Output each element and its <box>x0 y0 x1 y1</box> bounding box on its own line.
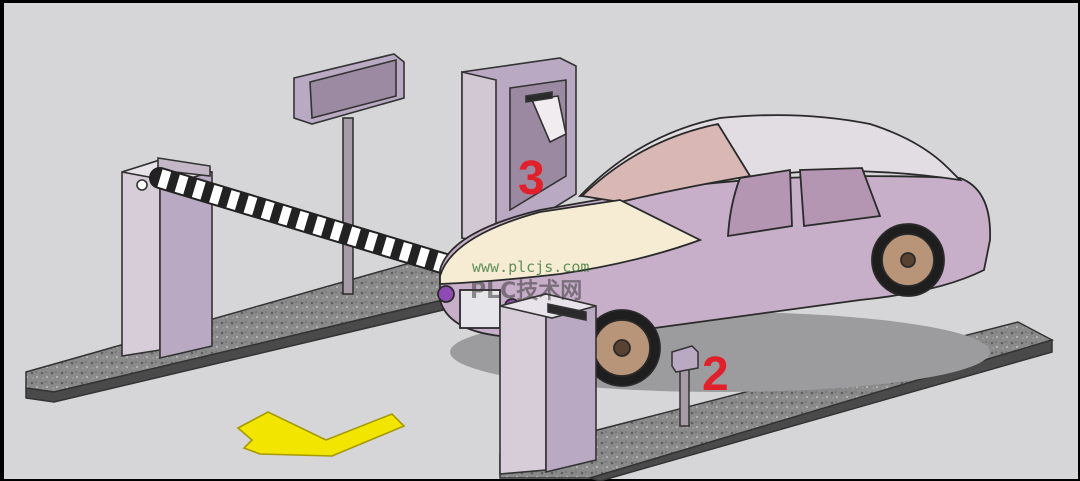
ticket-dispenser <box>461 57 577 245</box>
sensor-marker: 2 <box>702 348 729 401</box>
left-barrier-post <box>121 157 213 360</box>
barrier-arm <box>149 167 483 283</box>
vehicle-sensor <box>671 345 699 427</box>
watermark-url: www.plcjs.com <box>472 258 589 276</box>
dispenser-marker: 3 <box>518 152 545 205</box>
parking-sign <box>293 53 405 295</box>
right-barrier-post <box>499 292 597 475</box>
arrow-left-icon <box>236 411 406 457</box>
watermark-brand: PLC技术网 <box>470 279 582 304</box>
